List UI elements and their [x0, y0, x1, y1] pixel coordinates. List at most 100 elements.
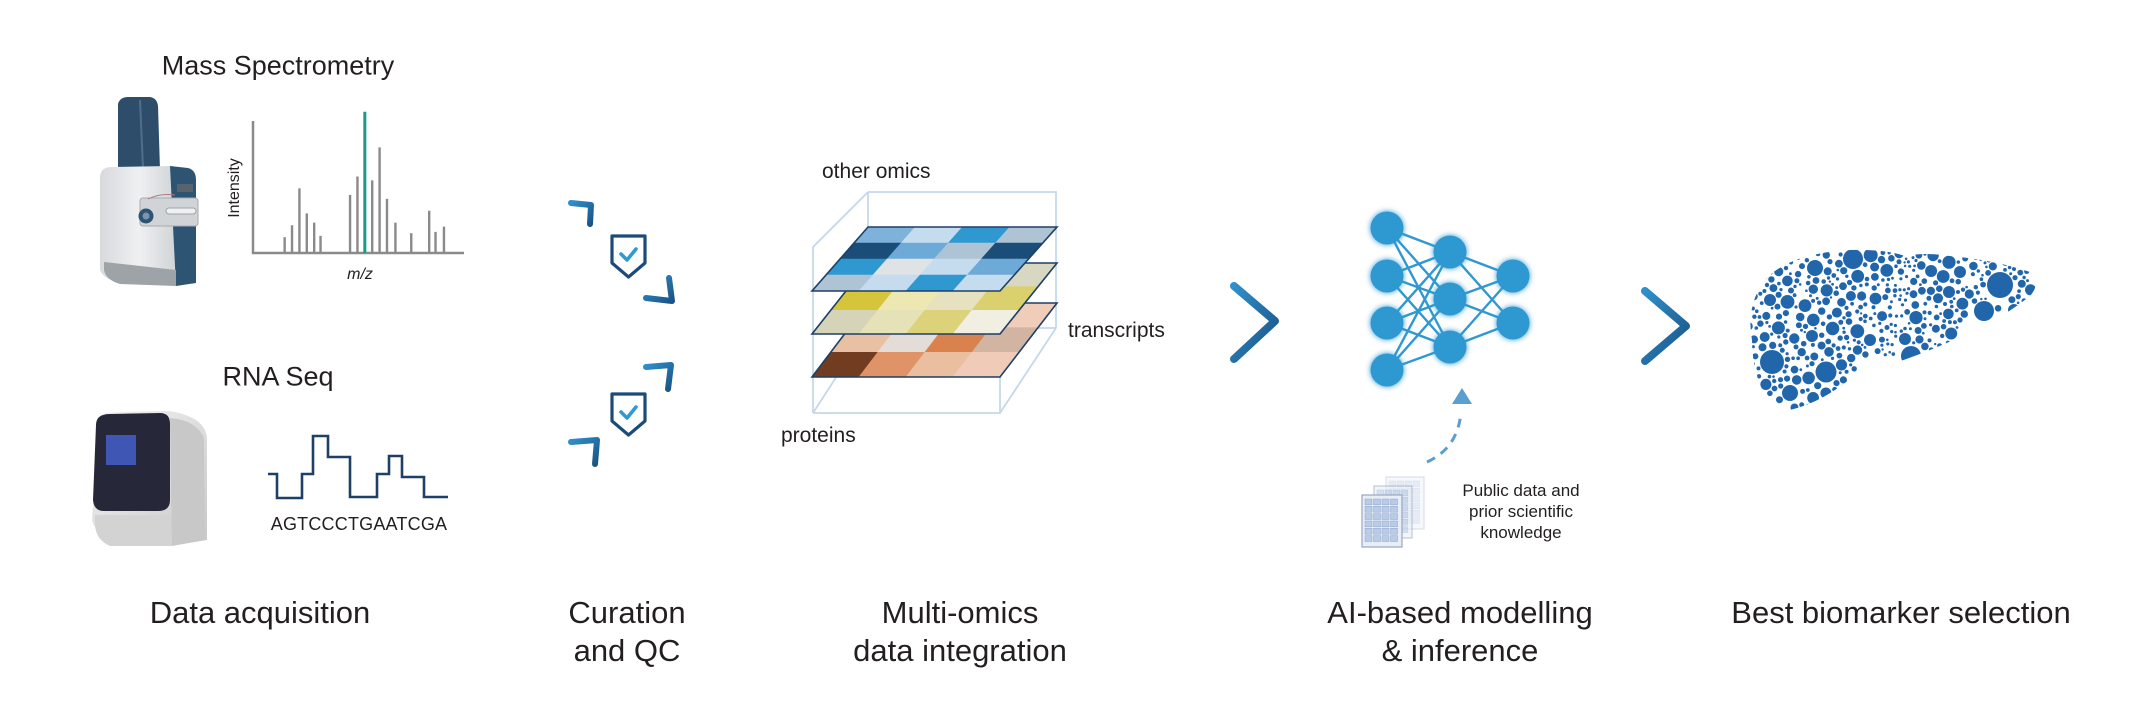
- mass-spectrometry-label: Mass Spectrometry: [161, 50, 395, 81]
- liver-dot: [1835, 346, 1841, 351]
- liver-dot: [1757, 320, 1764, 327]
- liver-dot: [1794, 278, 1800, 284]
- liver-dot: [1908, 264, 1912, 268]
- liver-dot: [1804, 355, 1810, 361]
- liver-dot: [1921, 342, 1929, 351]
- liver-dot: [1769, 341, 1777, 349]
- liver-dot: [1862, 313, 1868, 319]
- liver-dot: [1831, 273, 1837, 278]
- liver-dot: [1820, 387, 1832, 399]
- liver-dot: [1986, 258, 1991, 263]
- liver-dot: [1969, 261, 1978, 271]
- liver-dot: [1899, 294, 1902, 297]
- liver-dot: [1902, 288, 1906, 292]
- liver-dot: [1845, 311, 1852, 318]
- data-sheet: [1361, 494, 1403, 548]
- liver-dot: [1864, 276, 1870, 282]
- liver-dot: [2005, 250, 2010, 255]
- liver-dot: [1922, 310, 1927, 315]
- liver-dot: [1903, 326, 1907, 331]
- liver-dot: [1828, 280, 1832, 283]
- liver-dot: [1921, 278, 1928, 284]
- liver-dot: [1783, 339, 1789, 345]
- liver-dot: [1779, 347, 1785, 353]
- liver-dot: [2026, 279, 2029, 283]
- liver-dot: [1878, 321, 1882, 325]
- liver-dot: [1937, 259, 1942, 263]
- liver-dot: [1784, 364, 1789, 369]
- liver-dot: [1780, 295, 1795, 309]
- network-node: [1370, 306, 1404, 340]
- liver-dot: [1781, 260, 1787, 266]
- liver-dot: [1871, 305, 1876, 310]
- liver-dot: [1750, 331, 1751, 335]
- liver-dot: [1755, 309, 1759, 314]
- liver-dot: [1831, 343, 1836, 348]
- liver-dot: [1863, 249, 1878, 263]
- liver-dot: [1851, 269, 1865, 283]
- liver-dot: [1794, 305, 1798, 309]
- liver-dot: [1890, 330, 1894, 334]
- liver-dot: [2021, 298, 2027, 304]
- liver-dot: [1792, 293, 1797, 298]
- liver-dot: [1904, 257, 1908, 261]
- liver-dot: [1858, 316, 1863, 322]
- liver-dot: [1825, 321, 1840, 336]
- network-node: [1370, 353, 1404, 387]
- liver-dot: [1950, 304, 1954, 309]
- liver-dot: [1843, 249, 1863, 269]
- liver-dot: [1819, 399, 1827, 406]
- liver-dot: [1760, 378, 1772, 390]
- ms-y-axis-label: Intensity: [226, 158, 243, 218]
- omics-layer-label-middle: transcripts: [1068, 319, 1165, 342]
- liver-dot: [1845, 291, 1856, 301]
- liver-dot: [1934, 304, 1939, 309]
- liver-dot: [1939, 312, 1942, 315]
- liver-dot: [1835, 277, 1840, 281]
- liver-dot: [1757, 315, 1762, 319]
- liver-dot: [1769, 271, 1773, 275]
- liver-dot: [1945, 340, 1950, 345]
- liver-dot: [1897, 268, 1905, 275]
- liver-dot: [1793, 284, 1797, 289]
- liver-dot: [1810, 352, 1819, 361]
- liver-dot: [1799, 263, 1805, 270]
- liver-dot: [1777, 335, 1781, 339]
- liver-dot: [1796, 356, 1800, 361]
- liver-dot: [1817, 341, 1826, 350]
- liver-dot: [1964, 289, 1974, 299]
- liver-dot: [1784, 356, 1791, 362]
- liver-dot: [1836, 352, 1843, 359]
- liver-dot: [1791, 356, 1795, 361]
- liver-dot: [1859, 312, 1863, 315]
- liver-dot: [1862, 351, 1869, 358]
- stage-title-line: Data acquisition: [149, 595, 371, 630]
- liver-dot: [2027, 249, 2035, 258]
- corner-bracket-icon: [568, 437, 600, 467]
- liver-dot: [1815, 296, 1819, 300]
- liver-dot: [1925, 265, 1938, 277]
- liver-dot: [1872, 323, 1876, 328]
- liver-dot: [1810, 342, 1815, 347]
- liver-dot: [1879, 328, 1884, 333]
- network-node: [1370, 259, 1404, 293]
- liver-dot: [1824, 347, 1834, 357]
- liver-dot: [1809, 294, 1812, 298]
- liver-dot: [1814, 382, 1822, 390]
- liver-dot: [1758, 343, 1767, 352]
- rna-seq-label: RNA Seq: [222, 361, 334, 392]
- stage-title-line: data integration: [853, 633, 1067, 668]
- liver-dot: [1838, 252, 1843, 257]
- liver-dot: [1839, 282, 1847, 291]
- liver-dot: [1815, 251, 1821, 257]
- liver-dot: [1806, 330, 1818, 342]
- liver-dot: [1782, 385, 1798, 401]
- prior-knowledge-line: prior scientific: [1469, 502, 1573, 521]
- liver-dot: [1750, 347, 1752, 353]
- liver-dot: [1831, 307, 1842, 318]
- liver-dot: [1877, 311, 1888, 322]
- liver-dot: [1790, 365, 1799, 374]
- liver-dot: [1770, 306, 1774, 310]
- liver-dot: [1899, 329, 1904, 333]
- mass-spectrometer-icon: [100, 97, 199, 286]
